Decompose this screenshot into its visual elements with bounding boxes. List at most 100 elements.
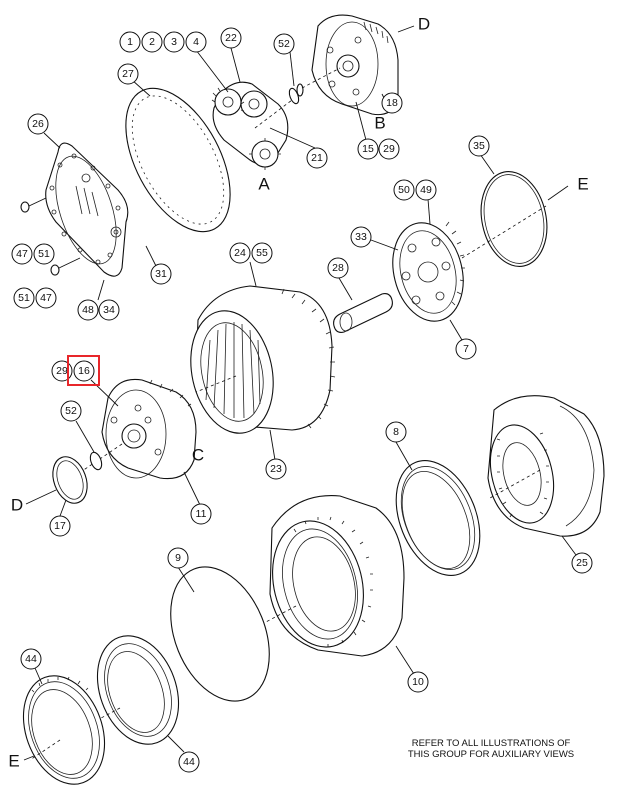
svg-text:2: 2 [149,36,155,48]
callout-44-left: 44 [20,648,42,670]
svg-text:52: 52 [65,405,77,417]
gasket-27 [125,87,231,233]
svg-text:15: 15 [362,143,374,155]
svg-text:18: 18 [386,97,398,109]
svg-text:17: 17 [54,520,66,532]
svg-text:7: 7 [463,343,469,355]
svg-text:10: 10 [412,676,424,688]
planet-carrier-a [211,81,289,170]
svg-text:44: 44 [183,756,195,768]
planet-carrier-c-11 [101,378,197,480]
svg-text:35: 35 [473,140,485,152]
callout-9: 9 [167,547,189,569]
view-letter-c: C [192,446,204,465]
callout-49: 49 [415,179,437,201]
housing-25 [487,395,605,537]
svg-text:26: 26 [32,118,44,130]
snap-ring-52-lower [89,451,103,471]
leader-lines [34,25,577,753]
callout-23: 23 [265,458,287,480]
view-letter-d-top: D [418,15,430,34]
callout-47-upper: 47 [11,243,33,265]
callout-26: 26 [27,113,49,135]
view-letter-a: A [258,175,270,194]
svg-text:29: 29 [383,143,395,155]
callout-51-lower: 51 [13,287,35,309]
shaft-28 [333,293,393,333]
callout-44-lower: 44 [178,751,200,773]
callout-17: 17 [49,515,71,537]
callout-24: 24 [229,242,251,264]
svg-text:55: 55 [256,247,268,259]
callout-50: 50 [393,179,415,201]
carrier-7 [392,221,465,322]
svg-text:28: 28 [332,262,344,274]
svg-text:27: 27 [122,68,134,80]
seal-8 [395,460,481,576]
ring-17 [52,456,88,504]
callout-1: 1 [119,31,141,53]
callout-16-highlight [67,355,100,386]
callout-25: 25 [571,552,593,574]
callout-10: 10 [407,671,429,693]
svg-text:23: 23 [270,463,282,475]
svg-text:8: 8 [393,426,399,438]
callout-4: 4 [185,31,207,53]
callout-21: 21 [306,147,328,169]
callout-3: 3 [163,31,185,53]
svg-text:29: 29 [56,365,68,377]
callout-15: 15 [357,138,379,160]
note-line-1: REFER TO ALL ILLUSTRATIONS OF [411,738,571,749]
callout-55: 55 [251,242,273,264]
view-letter-b: B [374,114,385,133]
o-ring-9 [170,566,270,702]
view-letter-e-right: E [577,175,588,194]
svg-text:25: 25 [576,557,588,569]
view-letter-e-bottom: E [8,752,19,771]
svg-text:51: 51 [38,248,50,260]
svg-text:44: 44 [25,653,37,665]
callout-51-upper: 51 [33,243,55,265]
callout-11: 11 [190,503,212,525]
callout-33: 33 [350,226,372,248]
bearing-44-left [22,675,106,785]
callout-34: 34 [98,299,120,321]
svg-text:47: 47 [16,248,28,260]
callout-31: 31 [150,263,172,285]
svg-text:16: 16 [78,365,90,377]
svg-text:51: 51 [18,292,30,304]
svg-text:34: 34 [103,304,115,316]
svg-text:50: 50 [398,184,410,196]
view-letter-d-left: D [11,496,23,515]
svg-text:9: 9 [175,552,181,564]
svg-text:1: 1 [127,36,133,48]
callout-52-lower: 52 [60,400,82,422]
ring-gear-23 [190,285,336,434]
bolt-47-51-lower [50,257,81,276]
callout-2: 2 [141,31,163,53]
svg-text:48: 48 [82,304,94,316]
callout-8: 8 [385,421,407,443]
callout-52-upper: 52 [273,33,295,55]
svg-text:52: 52 [278,38,290,50]
bolt-47-51-upper [20,197,47,213]
svg-text:11: 11 [196,508,207,520]
cover-plate-26 [45,142,129,277]
bearing-44-middle [96,635,180,745]
callout-28: 28 [327,257,349,279]
svg-text:49: 49 [420,184,432,196]
svg-text:33: 33 [355,231,367,243]
svg-text:22: 22 [225,32,237,44]
callout-48: 48 [77,299,99,321]
callout-35: 35 [468,135,490,157]
callout-16: 16 [73,360,95,382]
callout-7: 7 [455,338,477,360]
callout-18: 18 [381,92,403,114]
svg-text:21: 21 [311,152,323,164]
auxiliary-views-note: REFER TO ALL ILLUSTRATIONS OF THIS GROUP… [388,738,594,760]
svg-text:3: 3 [171,36,177,48]
svg-text:24: 24 [234,247,246,259]
o-ring-35 [480,171,548,267]
svg-text:31: 31 [155,268,167,280]
